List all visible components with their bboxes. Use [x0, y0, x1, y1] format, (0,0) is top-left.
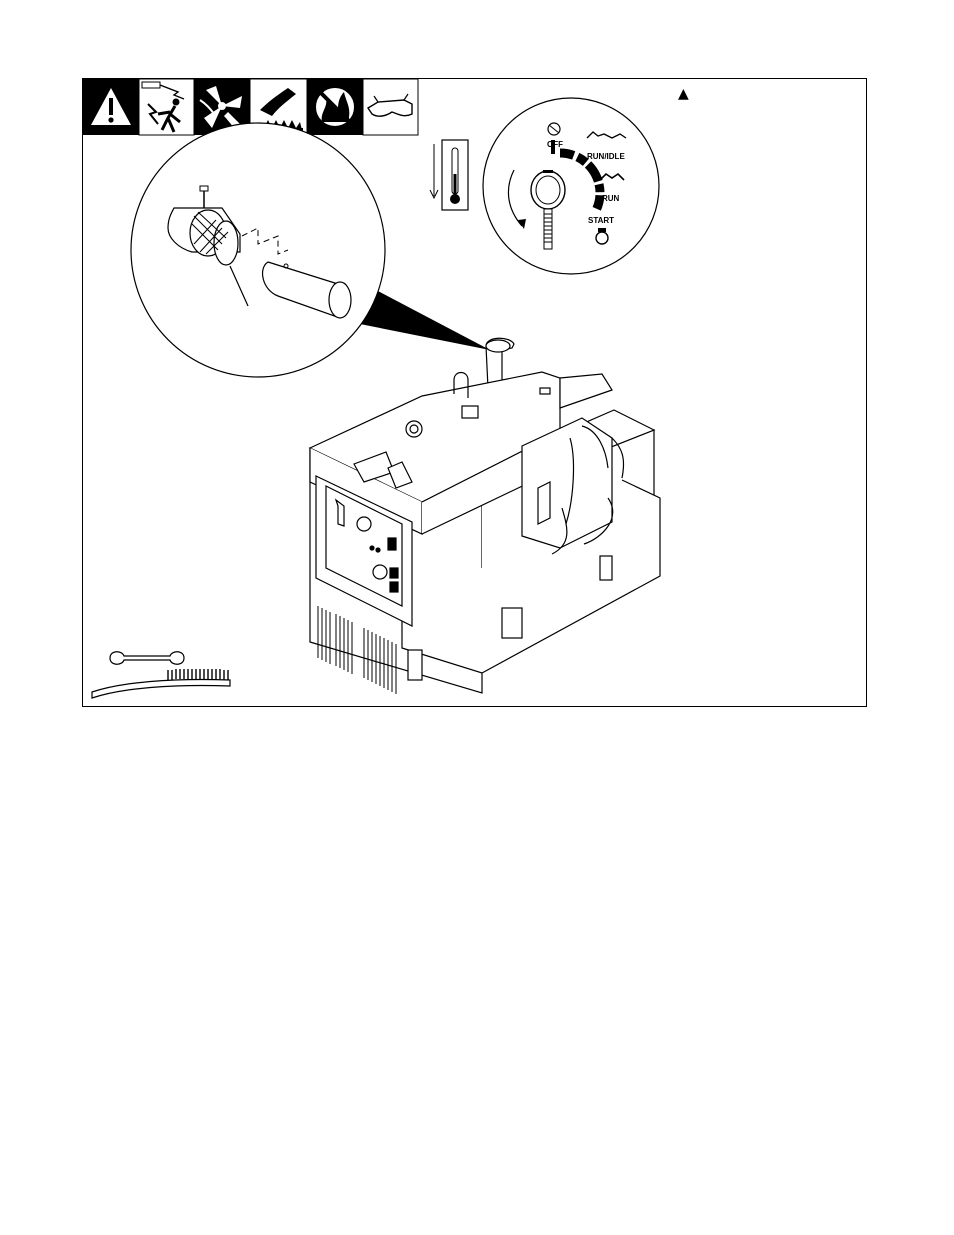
- dial-run-idle-label: RUN/IDLE: [587, 152, 625, 161]
- spark-arrestor-detail: [131, 123, 490, 377]
- dial-start-label: START: [588, 216, 614, 225]
- warning-icon: [83, 79, 139, 135]
- safety-glasses-icon: [363, 79, 418, 135]
- voltage-knob: [373, 565, 387, 579]
- figure-marker: ▲: [678, 86, 689, 102]
- maintenance-illustration: ▲ OFF RUN/IDLE RUN STA: [82, 78, 867, 707]
- engine-switch-dial: OFF RUN/IDLE RUN START: [483, 98, 659, 274]
- thermometer-icon: [442, 140, 468, 210]
- cool-down-indicator: [430, 140, 468, 210]
- amperage-knob: [357, 517, 371, 531]
- wire-brush-icon: [92, 669, 230, 698]
- wrench-icon: [110, 652, 184, 665]
- dial-run-label: RUN: [602, 194, 620, 203]
- electric-shock-icon: [139, 79, 194, 135]
- no-flame-icon: [307, 79, 363, 135]
- welder-generator-unit: [310, 338, 660, 694]
- dial-off-label: OFF: [547, 140, 563, 149]
